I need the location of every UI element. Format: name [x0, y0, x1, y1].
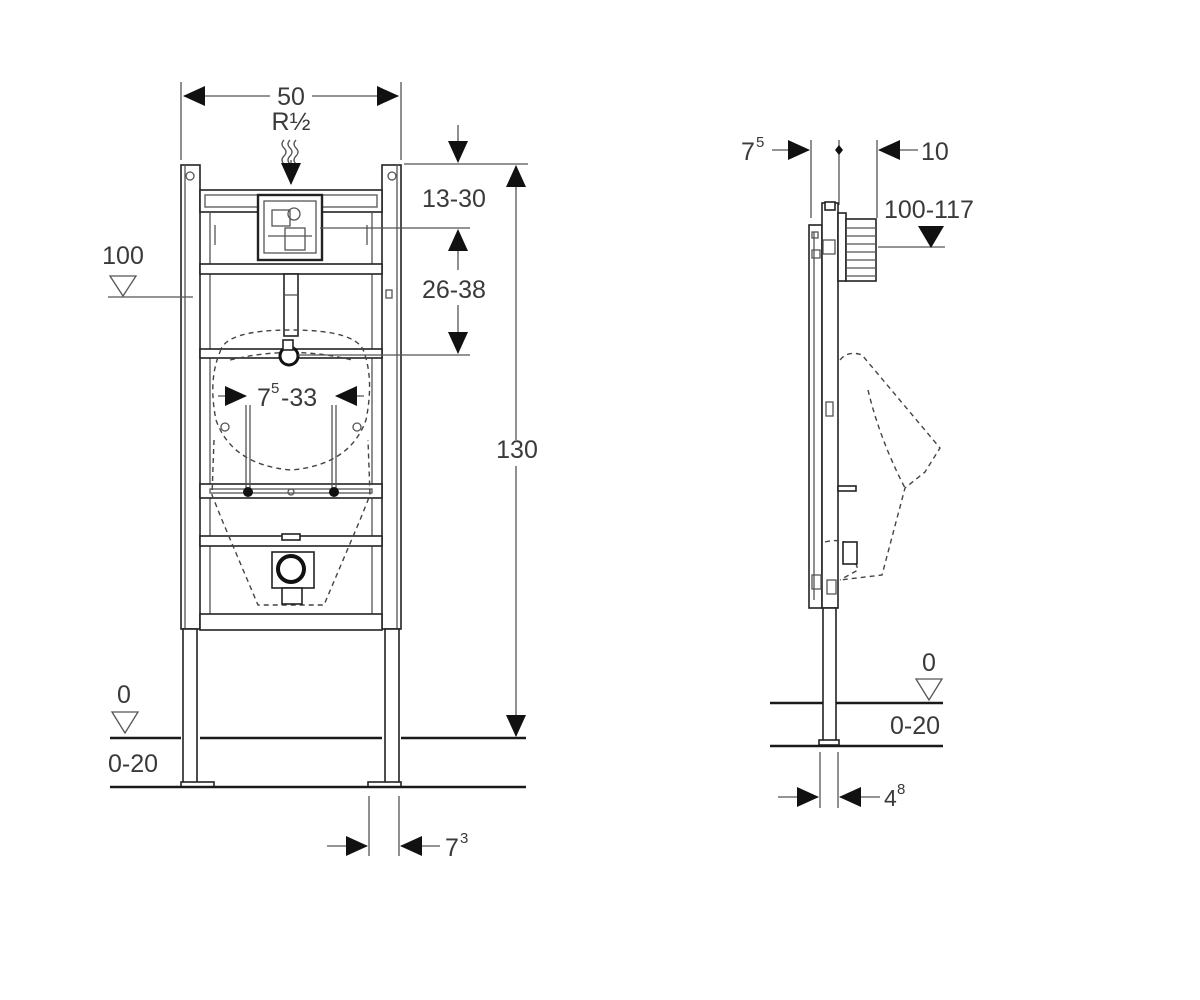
width-label: 50 — [277, 83, 305, 111]
offset-label: 13-30 — [422, 185, 486, 213]
urinal-outline — [211, 329, 371, 606]
bracket-label-base: 7 — [257, 384, 271, 412]
side-valve-body — [837, 212, 877, 282]
side-offset-sup: 5 — [756, 134, 764, 151]
front-view: 50 R½ — [102, 82, 538, 862]
side-floor-level: 0 — [922, 649, 936, 677]
axis-marker-icon — [835, 145, 843, 155]
height-marker-icon — [918, 226, 944, 248]
floor-level-label: 0 — [117, 681, 131, 709]
bracket-label-sup: 5 — [271, 380, 279, 397]
ref-level-label: 100 — [102, 242, 144, 270]
connection-offset-dimension: 13-30 — [404, 125, 528, 213]
water-supply-indicator: R½ — [272, 108, 311, 185]
side-foot-base: 4 — [884, 785, 897, 811]
right-post — [367, 164, 402, 788]
height-label: 130 — [496, 436, 538, 464]
side-frame — [808, 201, 857, 609]
left-post — [180, 164, 215, 788]
supply-pipe — [283, 273, 299, 337]
bracket-label-rest: -33 — [281, 384, 317, 412]
level-triangle-icon — [108, 275, 138, 298]
side-view: 7 5 10 100-117 — [741, 134, 974, 811]
floor-level-icon — [110, 711, 140, 735]
side-floor: 0 0-20 — [770, 649, 944, 748]
side-foot-sup: 8 — [897, 781, 905, 798]
floor-range-label: 0-20 — [108, 750, 158, 778]
bracket-dimension: 7 5 -33 — [218, 380, 364, 412]
side-top-dimensions: 7 5 10 — [741, 134, 949, 218]
side-foot-dimension: 4 8 — [778, 752, 905, 811]
side-floor-range: 0-20 — [890, 712, 940, 740]
foot-label-base: 7 — [445, 834, 459, 862]
thread-label: R½ — [272, 108, 311, 136]
flush-valve — [256, 193, 324, 262]
side-urinal-outline — [824, 352, 941, 581]
water-wave-icon — [281, 139, 299, 165]
side-leg — [818, 607, 840, 746]
side-offset-base: 7 — [741, 138, 755, 166]
height-dimension: 130 — [496, 165, 538, 737]
conn-height-label: 100-117 — [884, 196, 974, 224]
reference-level-100: 100 — [102, 242, 193, 298]
side-floor-level-icon — [914, 678, 944, 702]
spacing-dimension: 26-38 — [298, 227, 486, 356]
drain-connection — [271, 533, 315, 605]
side-connection-height: 100-117 — [878, 196, 974, 248]
module-dim-label: 10 — [921, 138, 949, 166]
width-dimension: 50 — [180, 82, 402, 160]
foot-dimension: 7 3 — [327, 796, 468, 862]
foot-label-sup: 3 — [460, 830, 468, 847]
spacing-label: 26-38 — [422, 276, 486, 304]
floor-lines: 0 0-20 — [108, 681, 526, 789]
mounting-rods — [220, 405, 362, 497]
inlet-elbow — [278, 339, 300, 367]
